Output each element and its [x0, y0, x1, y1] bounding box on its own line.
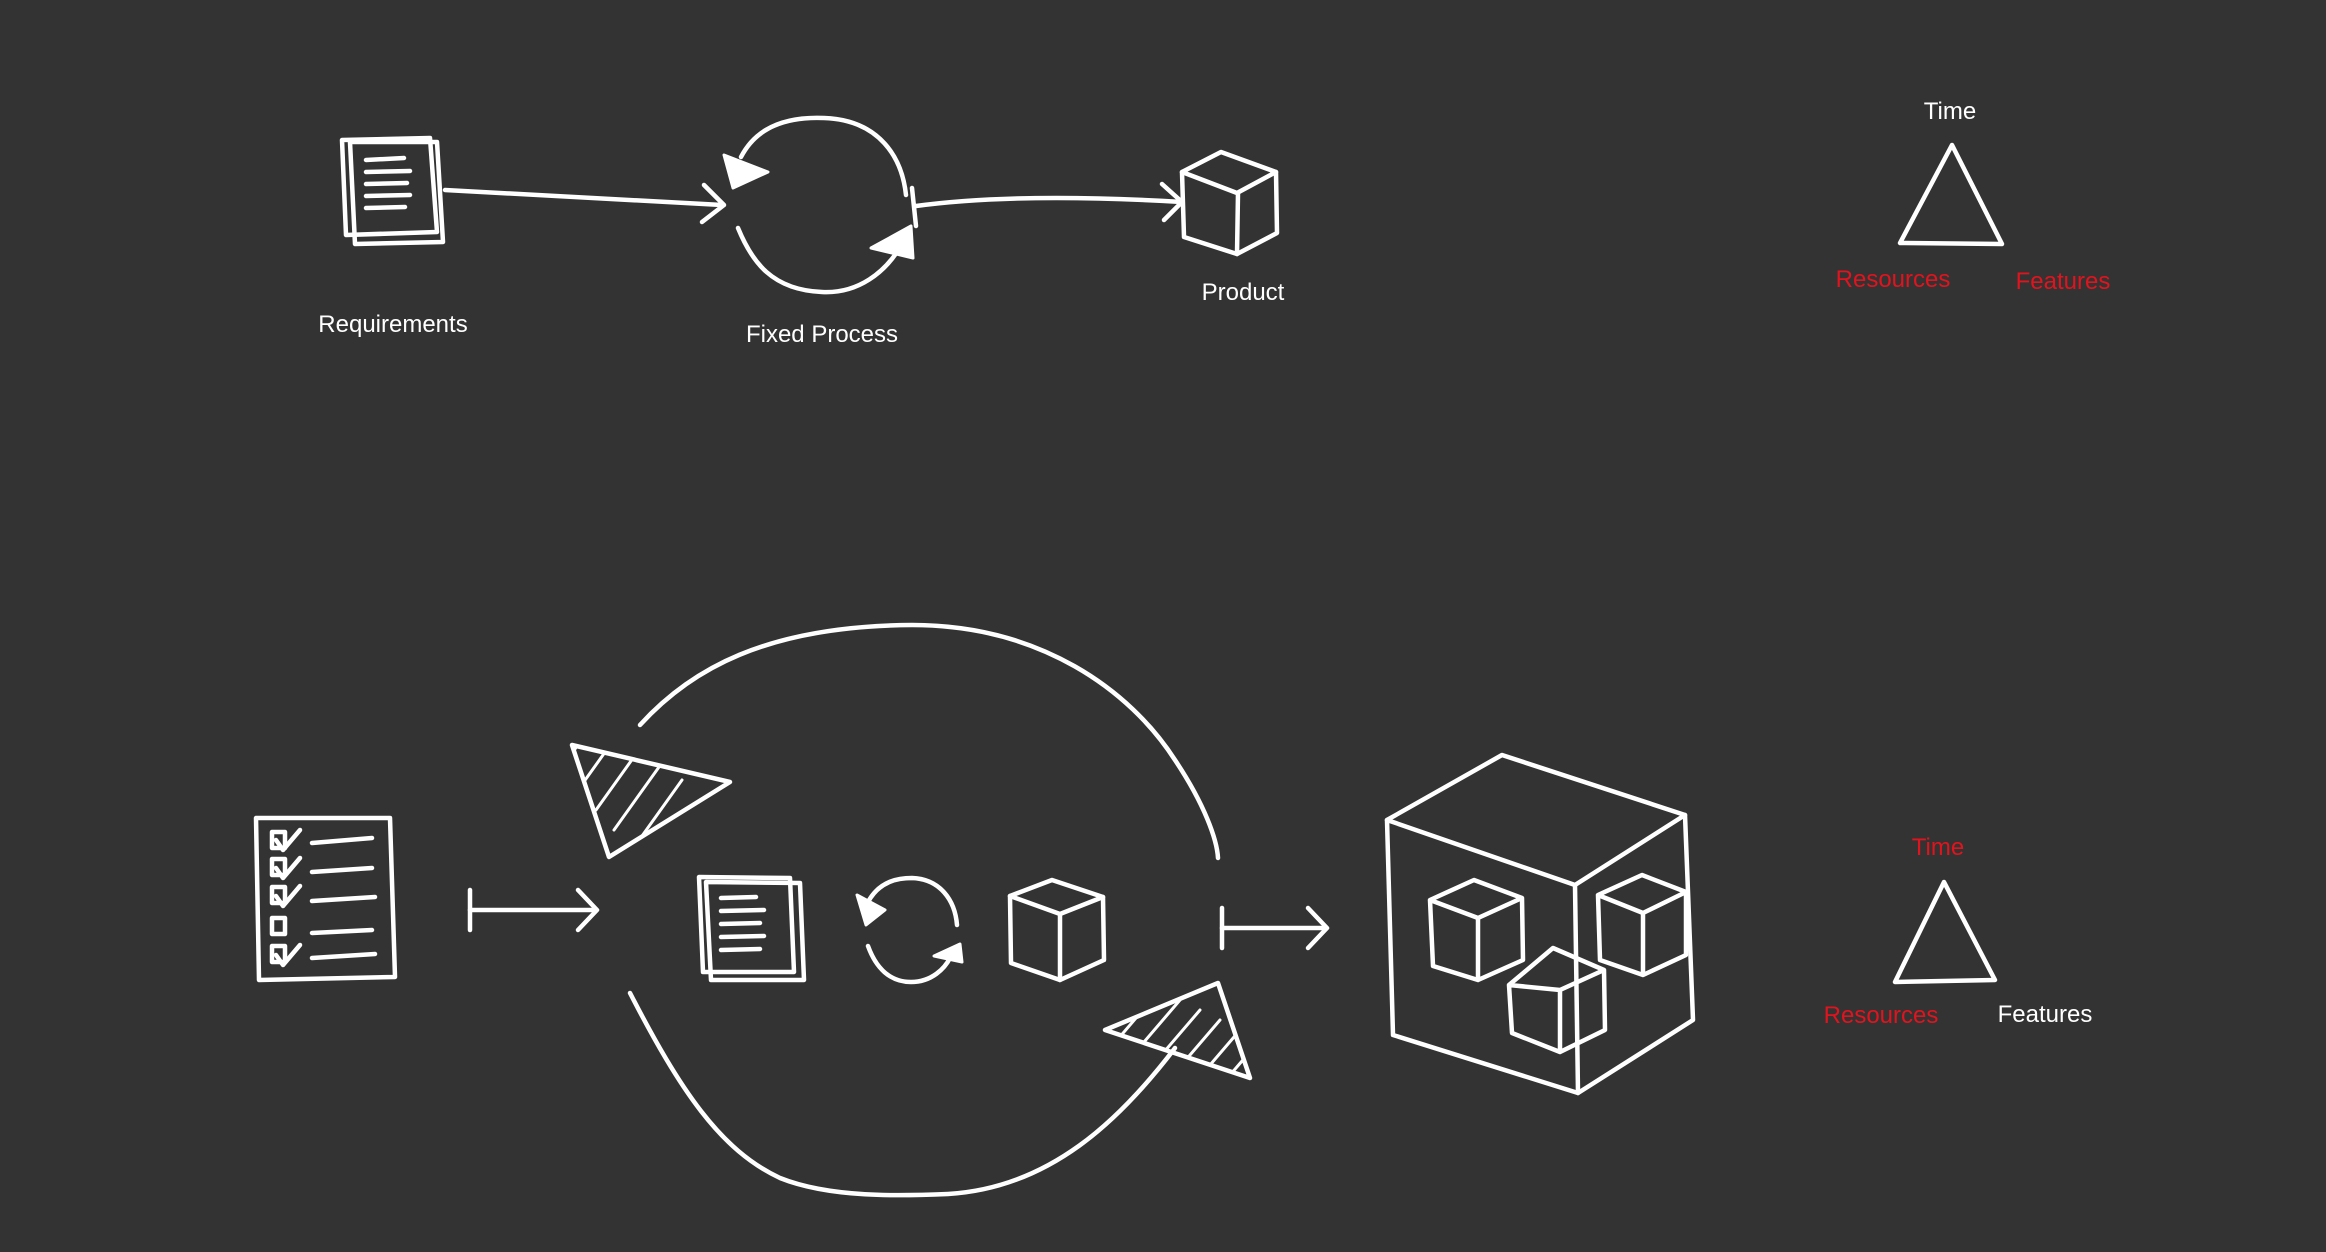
fixed-process-label: Fixed Process	[745, 321, 899, 348]
top-triangle-resources-label: Resources	[1835, 266, 1951, 293]
checklist-icon	[253, 815, 398, 983]
fixed-process-cycle-icon	[722, 115, 919, 295]
bottom-triangle-features-label: Features	[1997, 1001, 2093, 1028]
requirements-document-icon	[339, 135, 446, 247]
requirements-label: Requirements	[318, 311, 468, 338]
loop-arrowhead-bottom	[1102, 980, 1253, 1081]
arrow-to-product	[913, 181, 1185, 223]
product-label: Product	[1201, 279, 1285, 306]
bottom-constraint-triangle-icon	[1892, 879, 1998, 985]
top-triangle-features-label: Features	[2015, 268, 2111, 295]
increment-big-cube-icon	[1384, 752, 1696, 1096]
product-cube-icon	[1179, 149, 1280, 257]
bottom-triangle-resources-label: Resources	[1823, 1002, 1939, 1029]
arrow-to-increment	[1219, 905, 1330, 951]
sprint-cycle-icon	[855, 875, 964, 985]
arrow-to-sprint	[467, 887, 600, 933]
top-constraint-triangle-icon	[1897, 142, 2005, 247]
sprint-document-icon	[696, 874, 807, 983]
iteration-loop-icon	[569, 622, 1253, 1198]
bottom-triangle-time-label: Time	[1911, 834, 1965, 861]
arrow-to-process	[442, 182, 727, 225]
top-triangle-time-label: Time	[1923, 98, 1977, 125]
sprint-cube-icon	[1007, 877, 1107, 983]
